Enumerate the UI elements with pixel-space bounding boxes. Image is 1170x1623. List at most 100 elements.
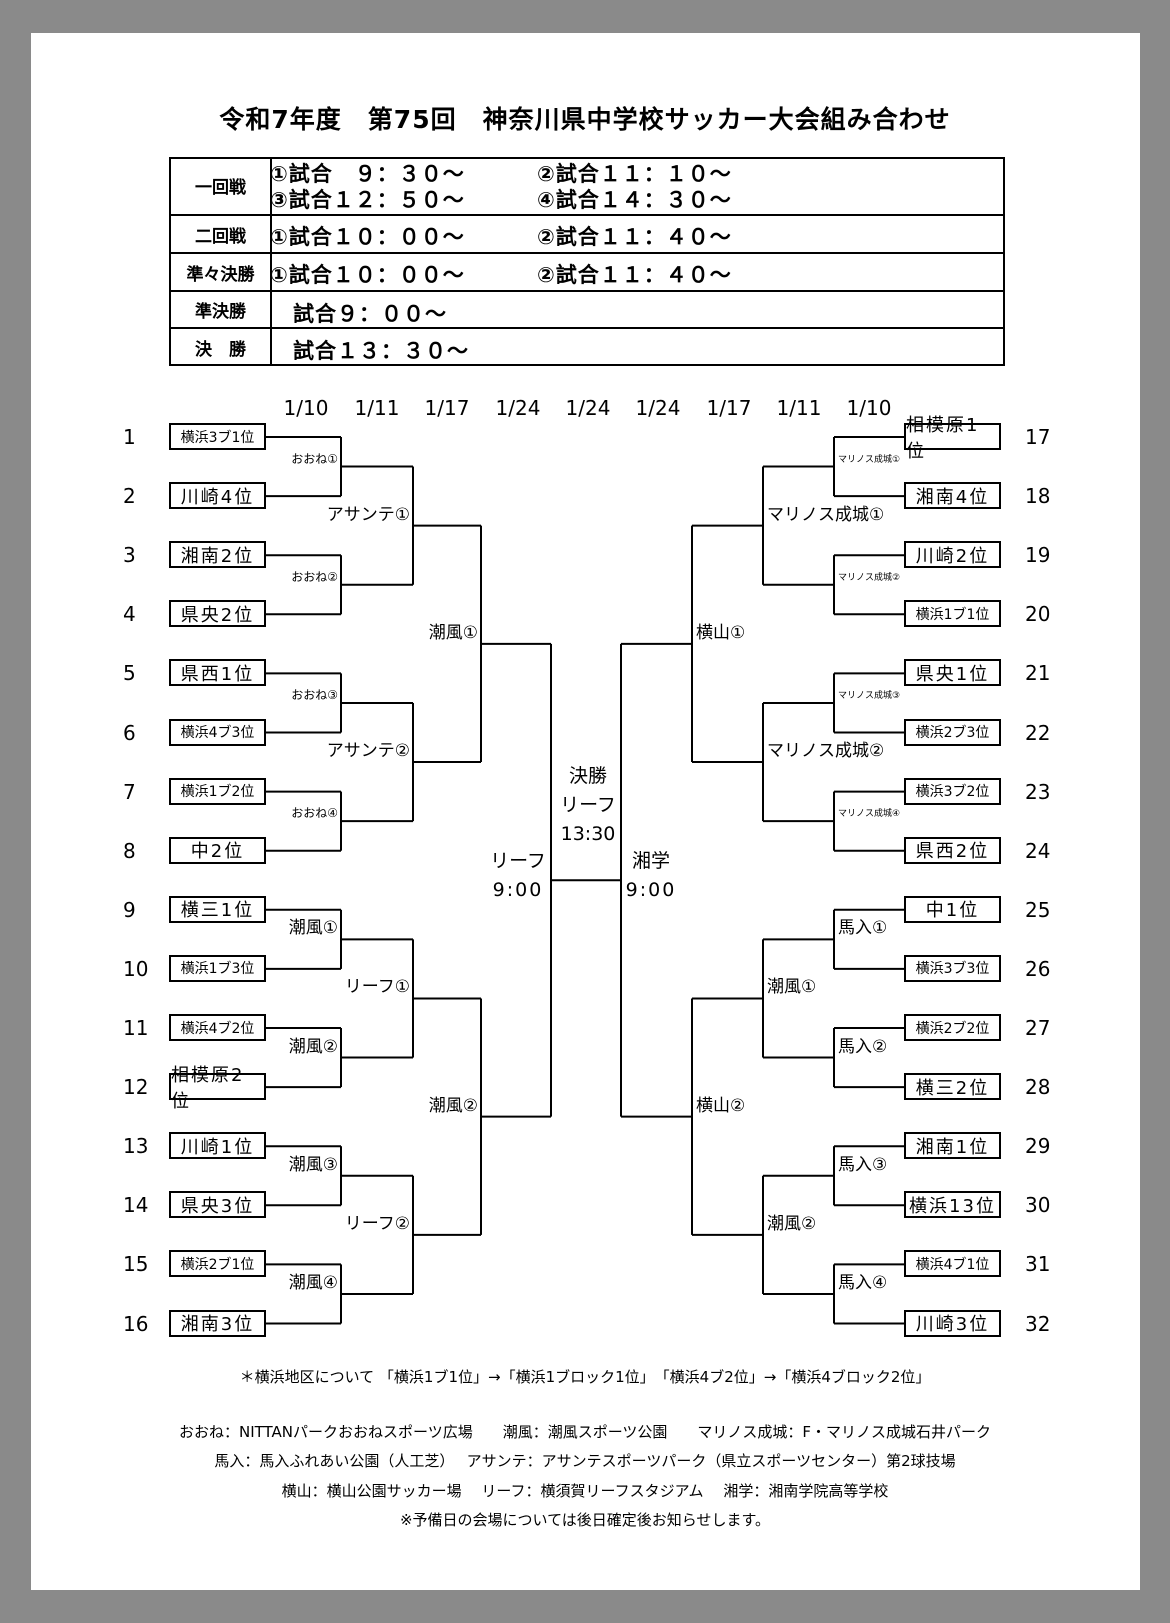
semifinal-time: 9:00 <box>492 879 544 901</box>
match-venue-label: 横山② <box>696 1095 746 1116</box>
team-box: 横浜4ブ1位 <box>904 1250 1001 1278</box>
team-box: 横浜3ブ2位 <box>904 777 1001 805</box>
team-box: 相模原2位 <box>169 1065 266 1112</box>
team-box: 県西2位 <box>904 836 1001 864</box>
seed-number: 18 <box>1025 484 1051 509</box>
match-venue-label: 馬入④ <box>838 1272 888 1293</box>
round-date: 1/10 <box>283 396 329 420</box>
seed-number: 7 <box>123 779 136 804</box>
match-venue-label: 潮風② <box>428 1095 478 1116</box>
match-venue-label: 潮風① <box>288 918 338 939</box>
team-box: 川崎1位 <box>169 1132 266 1160</box>
match-time: 試合１３：３０～ <box>293 339 469 363</box>
team-name: 横浜3ブ1位 <box>180 429 255 446</box>
round-label: 一回戦 <box>171 157 272 214</box>
team-name: 横浜1ブ3位 <box>180 961 255 978</box>
match-venue-label: アサンテ② <box>326 741 410 762</box>
team-box: 県央3位 <box>169 1191 266 1219</box>
seed-number: 19 <box>1025 543 1051 568</box>
seed-number: 5 <box>123 661 136 686</box>
team-name: 県央1位 <box>915 663 990 685</box>
team-name: 湘南3位 <box>180 1314 255 1335</box>
semifinal-venue: 湘学 <box>631 850 671 872</box>
seed-number: 29 <box>1025 1134 1051 1159</box>
seed-number: 2 <box>123 484 136 509</box>
match-venue-label: 潮風② <box>288 1036 338 1057</box>
team-box: 横浜13位 <box>904 1191 1001 1219</box>
seed-number: 6 <box>123 720 136 745</box>
team-box: 横三2位 <box>904 1073 1001 1101</box>
match-venue-label: 馬入③ <box>838 1154 888 1175</box>
team-box: 県央2位 <box>169 600 266 628</box>
seed-number: 32 <box>1025 1311 1051 1336</box>
match-venue-label: アサンテ① <box>326 504 410 525</box>
schedule-row: 決 勝試合１３：３０～ <box>171 329 1003 366</box>
page-title: 令和7年度 第75回 神奈川県中学校サッカー大会組み合わせ <box>219 105 951 134</box>
team-name: 横浜3ブ2位 <box>915 784 990 801</box>
match-venue-label: マリノス成城① <box>767 504 885 525</box>
seed-number: 9 <box>123 897 136 922</box>
footer-note: ＊横浜地区について 「横浜1ブ1位」→「横浜1ブロック1位」 「横浜4ブ2位」→… <box>239 1368 931 1386</box>
match-venue-label: マリノス成城④ <box>838 809 901 820</box>
round-date: 1/24 <box>495 396 541 420</box>
match-venue-label: おおね① <box>291 451 338 466</box>
match-venue-label: マリノス成城② <box>767 741 885 762</box>
seed-number: 13 <box>123 1134 149 1159</box>
team-name: 横浜4ブ2位 <box>180 1020 255 1037</box>
match-venue-label: マリノス成城③ <box>838 690 901 701</box>
final-time: 13:30 <box>560 823 616 845</box>
team-box: 横浜1ブ1位 <box>904 600 1001 628</box>
team-box: 湘南3位 <box>169 1309 266 1337</box>
match-venue-label: おおね② <box>291 569 338 584</box>
team-box: 県央1位 <box>904 659 1001 687</box>
team-name: 横三1位 <box>180 900 255 922</box>
seed-number: 8 <box>123 838 136 863</box>
seed-number: 11 <box>123 1016 149 1040</box>
team-box: 横浜1ブ3位 <box>169 954 266 982</box>
round-label: 準決勝 <box>171 292 272 327</box>
round-label: 準々決勝 <box>171 254 272 290</box>
seed-number: 26 <box>1025 956 1051 981</box>
team-box: 川崎4位 <box>169 482 266 510</box>
team-box: 横浜3ブ1位 <box>169 423 266 450</box>
schedule-row: 準決勝試合９：００～ <box>171 292 1003 329</box>
round-label: 決 勝 <box>171 329 272 366</box>
match-venue-label: 潮風① <box>767 977 817 998</box>
team-box: 川崎2位 <box>904 541 1001 569</box>
match-time: 試合９：００～ <box>293 302 447 326</box>
team-box: 横浜4ブ3位 <box>169 718 266 746</box>
round-date: 1/24 <box>565 396 611 420</box>
seed-number: 1 <box>123 425 136 449</box>
team-name: 横浜13位 <box>909 1195 996 1217</box>
team-box: 中2位 <box>169 836 266 864</box>
seed-number: 24 <box>1025 838 1051 863</box>
semifinal-time: 9:00 <box>625 879 677 901</box>
seed-number: 14 <box>123 1193 149 1218</box>
match-venue-label: 潮風③ <box>288 1154 338 1175</box>
team-name: 県西1位 <box>180 663 255 685</box>
team-name: 県央2位 <box>180 604 255 626</box>
team-name: 横浜4ブ3位 <box>180 725 255 741</box>
reserve-note: ※予備日の会場については後日確定後お知らせします。 <box>399 1511 771 1529</box>
round-date: 1/11 <box>354 396 400 420</box>
match-time: ①試合１０：００～ <box>270 225 465 249</box>
team-box: 横浜1ブ2位 <box>169 777 266 805</box>
team-box: 川崎3位 <box>904 1309 1001 1337</box>
seed-number: 3 <box>123 543 136 568</box>
match-venue-label: おおね④ <box>291 806 338 821</box>
seed-number: 15 <box>123 1252 149 1277</box>
venue-line: 横山：横山公園サッカー場 リーフ：横須賀リーフスタジアム 湘学：湘南学院高等学校 <box>281 1482 889 1500</box>
team-box: 横浜2ブ2位 <box>904 1014 1001 1041</box>
match-time: ②試合１１：１０～ <box>537 162 732 186</box>
venue-line: おおね：NITTANパークおおねスポーツ広場 潮風：潮風スポーツ公園 マリノス成… <box>178 1423 992 1441</box>
final-venue: リーフ <box>560 794 616 816</box>
match-venue-label: 馬入① <box>838 918 888 939</box>
seed-number: 28 <box>1025 1075 1051 1100</box>
team-box: 中1位 <box>904 895 1001 923</box>
team-name: 横浜4ブ1位 <box>915 1256 990 1273</box>
match-venue-label: マリノス成城① <box>838 454 901 465</box>
